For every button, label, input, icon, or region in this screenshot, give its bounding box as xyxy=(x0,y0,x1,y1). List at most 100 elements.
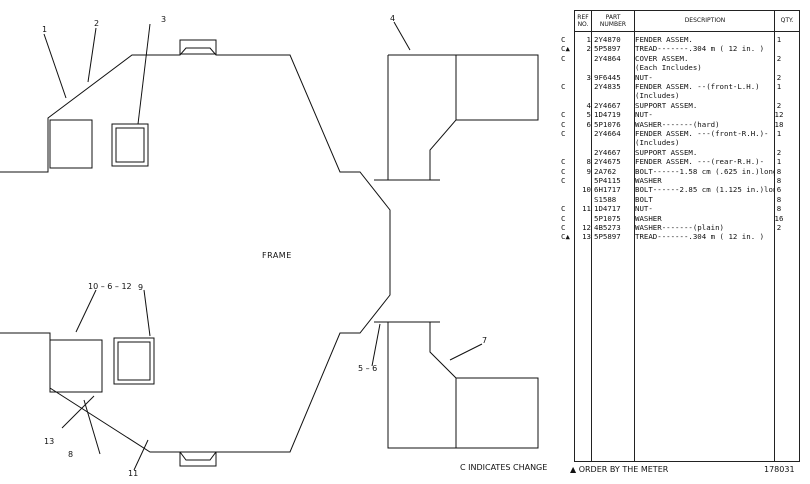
callout-7: 7 xyxy=(482,336,488,345)
part-number: 2Y4835 xyxy=(594,82,621,91)
callout-11: 11 xyxy=(128,469,139,478)
table-row: (Each Includes) xyxy=(561,63,799,72)
lower-support xyxy=(387,321,457,449)
quantity: 1 xyxy=(776,35,782,44)
header-ref: REF NO. xyxy=(577,14,589,28)
description: (Includes) xyxy=(635,91,680,101)
quantity: 2 xyxy=(776,72,782,82)
change-mark: C xyxy=(561,119,566,129)
change-mark: C xyxy=(561,82,566,91)
table-row: (Includes) xyxy=(561,91,799,100)
quantity: 18 xyxy=(774,119,784,129)
table-row: C 5P4115 WASHER 8 xyxy=(561,176,799,185)
description: SUPPORT ASSEM. xyxy=(635,100,698,110)
fender-line-art xyxy=(0,21,539,471)
description: WASHER xyxy=(635,176,662,185)
callout-13: 13 xyxy=(44,437,55,446)
callout-9: 9 xyxy=(138,283,144,292)
description: FENDER ASSEM. --(front-L.H.) xyxy=(635,82,760,91)
quantity: 2 xyxy=(776,147,782,157)
ref-no: 5 xyxy=(586,110,591,120)
part-number: 5P1075 xyxy=(594,213,621,223)
change-mark: C xyxy=(561,157,566,167)
quantity: 1 xyxy=(776,82,782,91)
part-number: 9F6445 xyxy=(594,72,621,82)
quantity: 8 xyxy=(776,176,782,185)
callout-8: 8 xyxy=(68,450,74,459)
header-desc: DESCRIPTION xyxy=(684,17,726,24)
lower-cover xyxy=(113,337,155,385)
quantity: 8 xyxy=(776,194,782,204)
description: WASHER xyxy=(635,213,662,223)
header-part: PART NUMBER xyxy=(599,14,627,28)
description: NUT- xyxy=(635,72,653,82)
table-row: C 5P1075 WASHER 16 xyxy=(561,214,799,223)
description: TREAD-------.304 m ( 12 in. ) xyxy=(635,232,765,242)
change-mark: C xyxy=(561,35,566,44)
change-mark: C▲ xyxy=(561,44,570,54)
lower-tread-pad xyxy=(179,451,217,467)
part-number: S1588 xyxy=(594,194,617,204)
quantity: 2 xyxy=(776,223,782,232)
ref-no: 2 xyxy=(586,44,591,54)
quantity: 2 xyxy=(776,53,782,63)
part-number: 5P4115 xyxy=(594,176,621,185)
upper-tread-pad xyxy=(179,39,217,55)
part-number: 5P1076 xyxy=(594,119,621,129)
change-note: C INDICATES CHANGE xyxy=(460,463,548,472)
frame-outline xyxy=(0,47,391,461)
ref-no: 10 xyxy=(582,185,591,195)
description: SUPPORT ASSEM. xyxy=(635,147,698,157)
change-mark: C xyxy=(561,176,566,185)
header-qty: QTY. xyxy=(780,17,794,24)
description: BOLT------2.85 cm (1.125 in.)long- xyxy=(635,185,775,195)
quantity: 16 xyxy=(774,213,784,223)
part-number: 2Y4864 xyxy=(594,53,621,63)
part-number: 2Y4667 xyxy=(594,100,621,110)
description: WASHER-------(plain) xyxy=(635,223,724,232)
ref-no: 4 xyxy=(586,100,591,110)
quantity: 1 xyxy=(776,129,782,138)
ref-no: 6 xyxy=(586,119,591,129)
description: FENDER ASSEM. xyxy=(635,35,693,44)
frame-label: FRAME xyxy=(262,251,292,260)
part-number: 2Y4675 xyxy=(594,157,621,167)
part-number: 1D4719 xyxy=(594,110,621,120)
callout-10-6-12: 10 – 6 – 12 xyxy=(88,282,132,291)
figure-number: 178031 xyxy=(764,465,795,474)
table-row: S1588 BOLT 8 xyxy=(561,195,799,204)
change-mark: C xyxy=(561,204,566,214)
callout-4: 4 xyxy=(390,14,396,23)
description: TREAD-------.304 m ( 12 in. ) xyxy=(635,44,765,54)
description: FENDER ASSEM. ---(rear-R.H.)- xyxy=(635,157,765,167)
part-number: 1D4717 xyxy=(594,204,621,214)
ref-no: 3 xyxy=(586,72,591,82)
lower-tread-panel xyxy=(49,339,103,393)
quantity: 6 xyxy=(776,185,782,195)
description: BOLT xyxy=(635,194,653,204)
description: NUT- xyxy=(635,204,653,214)
quantity: 8 xyxy=(776,166,782,176)
quantity: 1 xyxy=(776,157,782,167)
callout-1: 1 xyxy=(42,25,48,34)
table-row: 2Y4667 SUPPORT ASSEM.2 xyxy=(561,148,799,157)
quantity: 12 xyxy=(774,110,784,120)
change-mark: C xyxy=(561,213,566,223)
change-mark: C xyxy=(561,110,566,120)
ref-no: 12 xyxy=(582,223,591,232)
change-mark: C▲ xyxy=(561,232,570,242)
ref-no: 9 xyxy=(586,166,591,176)
ref-no: 1 xyxy=(586,35,591,44)
table-row: C 2Y4835 FENDER ASSEM. --(front-L.H.) 1 xyxy=(561,82,799,91)
